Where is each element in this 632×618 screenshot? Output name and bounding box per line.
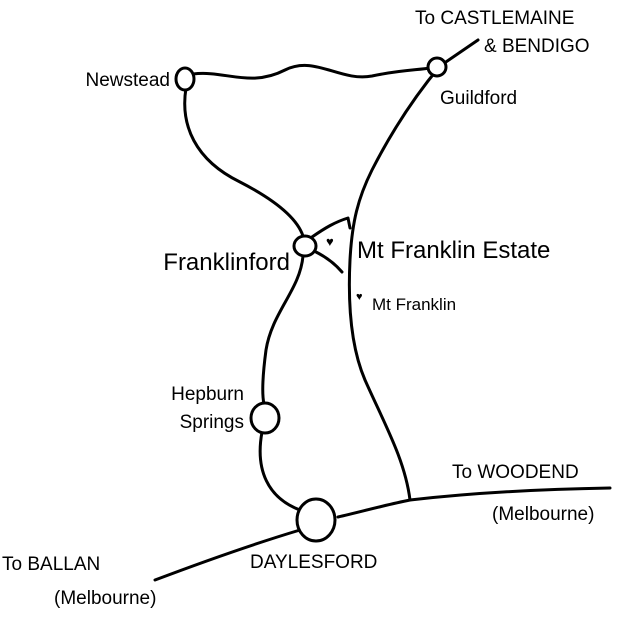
town-marker-newstead	[174, 66, 196, 92]
road-to-castlemaine	[347, 38, 480, 502]
label-franklinford: Franklinford	[163, 249, 290, 276]
town-marker-guildford	[426, 56, 448, 78]
label-ballan-2: (Melbourne)	[54, 588, 156, 609]
label-woodend-2: (Melbourne)	[492, 504, 594, 525]
road-newstead-franklinford	[183, 86, 305, 238]
label-woodend-1: To WOODEND	[452, 462, 579, 483]
road-newstead-guildford	[191, 64, 432, 80]
road-hepburn-daylesford	[258, 430, 302, 512]
road-franklinford-hepburn	[261, 254, 305, 406]
label-ballan-1: To BALLAN	[2, 554, 100, 575]
label-daylesford: DAYLESFORD	[250, 552, 377, 573]
label-castlemaine-2: & BENDIGO	[484, 36, 590, 57]
town-marker-daylesford	[295, 497, 337, 543]
label-castlemaine-1: To CASTLEMAINE	[415, 8, 574, 29]
label-guildford: Guildford	[440, 88, 517, 109]
estate-heart-icon: ♥	[326, 234, 334, 249]
label-mt-franklin-estate: Mt Franklin Estate	[357, 237, 550, 264]
town-marker-franklinford	[292, 234, 318, 258]
mountain-heart-icon: ♥	[356, 291, 363, 303]
label-hepburn-2: Springs	[180, 412, 244, 433]
road-estate-connector	[310, 216, 352, 239]
label-hepburn-1: Hepburn	[171, 384, 244, 405]
road-estate-spur	[314, 250, 344, 274]
road-ballan-woodend	[153, 486, 612, 582]
town-marker-hepburn	[249, 401, 281, 435]
label-mt-franklin: Mt Franklin	[372, 295, 456, 314]
label-newstead: Newstead	[86, 70, 171, 91]
